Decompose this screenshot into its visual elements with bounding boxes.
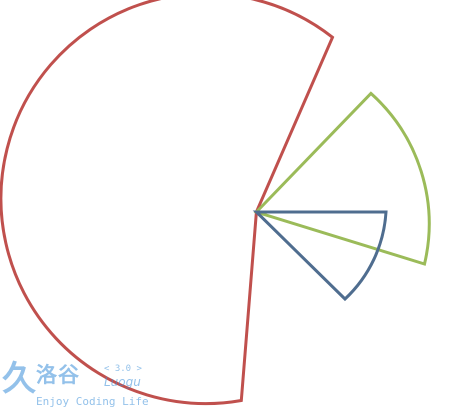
luogu-logo-icon: 久 — [2, 359, 36, 399]
blue-sector — [252, 210, 388, 302]
luogu-watermark: 久 洛谷 < 3.0 > Luogu Enjoy Coding Life — [0, 360, 160, 410]
green-sector — [253, 91, 431, 266]
red-sector — [0, 0, 335, 406]
watermark-name: 洛谷 — [36, 363, 80, 387]
watermark-slogan: Enjoy Coding Life — [36, 395, 149, 408]
watermark-version: < 3.0 > — [104, 364, 142, 374]
watermark-latin-name: Luogu — [104, 375, 141, 389]
